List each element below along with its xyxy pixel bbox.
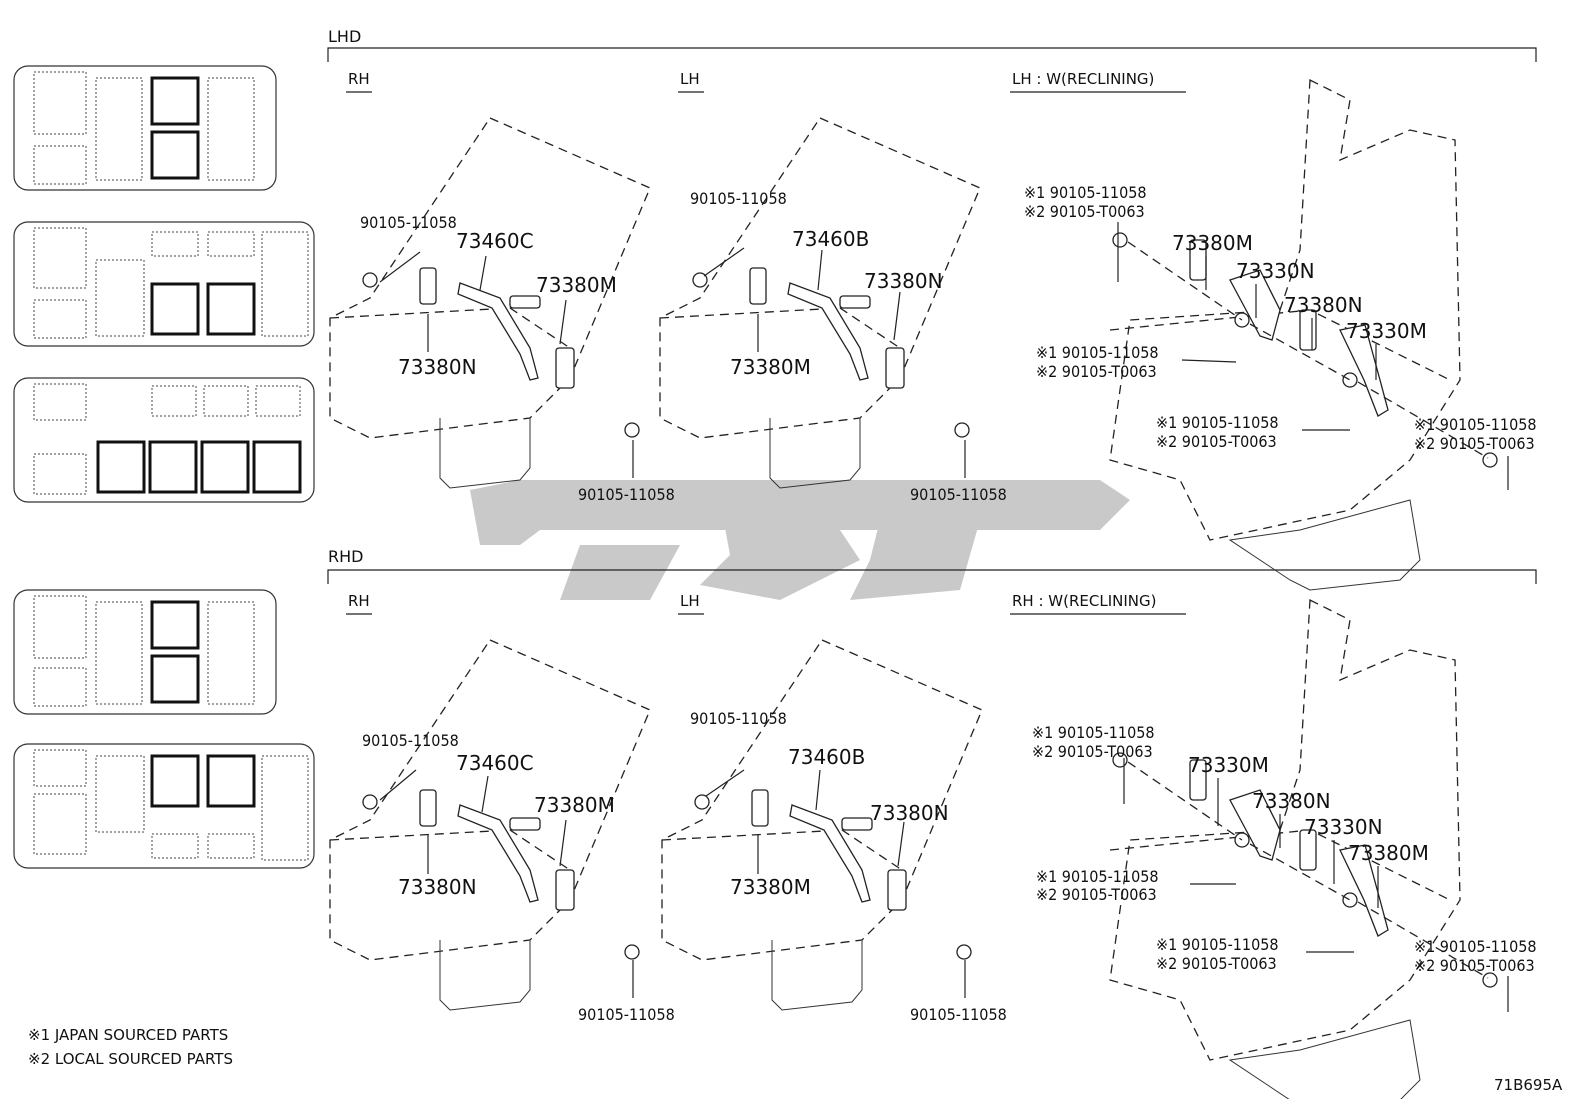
lhd-recl-bolt1-a: ※1 90105-11058 [1024, 183, 1147, 202]
section-rhd-lh: LH [680, 592, 700, 610]
vehicle-layout-icons [13, 65, 315, 869]
rhd-lh-seat-drawing: 90105-11058 73460B 73380N 73380M 90105-1… [661, 639, 1007, 1024]
rhd-rh-buckle: 73380M [534, 793, 615, 817]
lhd-rh-tongue: 73380N [398, 355, 477, 379]
lhd-recl-bolt2-a: ※1 90105-11058 [1036, 343, 1159, 362]
rhd-recl-bolt3-b: ※2 90105-T0063 [1156, 954, 1277, 973]
lhd-label: LHD [328, 27, 361, 46]
lhd-lh-bolt-top: 90105-11058 [690, 189, 787, 208]
lhd-recl-p4: 73330M [1346, 319, 1427, 343]
rhd-reclining-seat-drawing: ※1 90105-11058 ※2 90105-T0063 73330M 733… [1032, 599, 1537, 1099]
rhd-rh-tongue: 73380N [398, 875, 477, 899]
rhd-rh-seat-drawing: 90105-11058 73460C 73380M 73380N 90105-1… [329, 639, 675, 1024]
diagram-code: 71B695A [1494, 1076, 1563, 1094]
lhd-lh-bolt-bottom: 90105-11058 [910, 485, 1007, 504]
rhd-recl-p4: 73380M [1348, 841, 1429, 865]
lhd-rh-bolt-bottom: 90105-11058 [578, 485, 675, 504]
rhd-recl-p1: 73330M [1188, 753, 1269, 777]
rhd-recl-bolt1-b: ※2 90105-T0063 [1032, 742, 1153, 761]
rhd-recl-p3: 73330N [1304, 815, 1383, 839]
lhd-rh-buckle: 73380M [536, 273, 617, 297]
lhd-recl-bolt3-a: ※1 90105-11058 [1156, 413, 1279, 432]
layout-panel-lhd-1 [13, 65, 277, 191]
lhd-lh-seat-drawing: 90105-11058 73460B 73380N 73380M 90105-1… [659, 117, 1007, 504]
lhd-recl-bolt2-b: ※2 90105-T0063 [1036, 362, 1157, 381]
rhd-recl-bolt3-a: ※1 90105-11058 [1156, 935, 1279, 954]
rhd-rh-belt: 73460C [456, 751, 534, 775]
lhd-recl-p2: 73330N [1236, 259, 1315, 283]
lhd-recl-bolt3-b: ※2 90105-T0063 [1156, 432, 1277, 451]
lhd-lh-tongue: 73380M [730, 355, 811, 379]
layout-panel-rhd-1 [13, 589, 277, 715]
legend: ※1 JAPAN SOURCED PARTS ※2 LOCAL SOURCED … [28, 1026, 233, 1068]
rhd-lh-belt: 73460B [788, 745, 865, 769]
section-lhd-reclining: LH : W(RECLINING) [1012, 70, 1154, 88]
rhd-bracket: RHD [327, 547, 1537, 584]
lhd-recl-bolt4-b: ※2 90105-T0063 [1414, 434, 1535, 453]
rhd-recl-p2: 73380N [1252, 789, 1331, 813]
rhd-lh-bolt-top: 90105-11058 [690, 709, 787, 728]
rhd-rh-bolt-top: 90105-11058 [362, 731, 459, 750]
lhd-recl-p1: 73380M [1172, 231, 1253, 255]
legend-note-2: ※2 LOCAL SOURCED PARTS [28, 1050, 233, 1068]
lhd-recl-bolt1-b: ※2 90105-T0063 [1024, 202, 1145, 221]
lhd-bracket: LHD [327, 27, 1537, 62]
lhd-lh-belt: 73460B [792, 227, 869, 251]
legend-note-1: ※1 JAPAN SOURCED PARTS [28, 1026, 228, 1044]
rhd-lh-tongue: 73380M [730, 875, 811, 899]
section-lhd-rh: RH [348, 70, 370, 88]
section-rhd-rh: RH [348, 592, 370, 610]
section-rhd-reclining: RH : W(RECLINING) [1012, 592, 1156, 610]
lhd-rh-bolt-top: 90105-11058 [360, 213, 457, 232]
rhd-recl-bolt4-a: ※1 90105-11058 [1414, 937, 1537, 956]
section-lhd-lh: LH [680, 70, 700, 88]
lhd-reclining-seat-drawing: ※1 90105-11058 ※2 90105-T0063 73380M 733… [1024, 79, 1537, 591]
rhd-recl-bolt1-a: ※1 90105-11058 [1032, 723, 1155, 742]
rhd-lh-buckle: 73380N [870, 801, 949, 825]
rhd-recl-bolt2-a: ※1 90105-11058 [1036, 867, 1159, 886]
layout-panel-lhd-2 [13, 221, 315, 347]
rhd-label: RHD [328, 547, 363, 566]
lhd-recl-bolt4-a: ※1 90105-11058 [1414, 415, 1537, 434]
lhd-rh-belt: 73460C [456, 229, 534, 253]
layout-panel-rhd-2 [13, 743, 315, 869]
lhd-recl-p3: 73380N [1284, 293, 1363, 317]
layout-panel-lhd-3 [13, 377, 315, 503]
section-headers: RH LH LH : W(RECLINING) RH LH RH : W(REC… [346, 70, 1186, 615]
rhd-rh-bolt-bottom: 90105-11058 [578, 1005, 675, 1024]
rhd-lh-bolt-bottom: 90105-11058 [910, 1005, 1007, 1024]
rhd-recl-bolt2-b: ※2 90105-T0063 [1036, 885, 1157, 904]
lhd-rh-seat-drawing: 90105-11058 73460C 73380M 73380N 90105-1… [329, 117, 675, 504]
watermark-logo [470, 480, 1130, 600]
lhd-lh-buckle: 73380N [864, 269, 943, 293]
rhd-recl-bolt4-b: ※2 90105-T0063 [1414, 956, 1535, 975]
